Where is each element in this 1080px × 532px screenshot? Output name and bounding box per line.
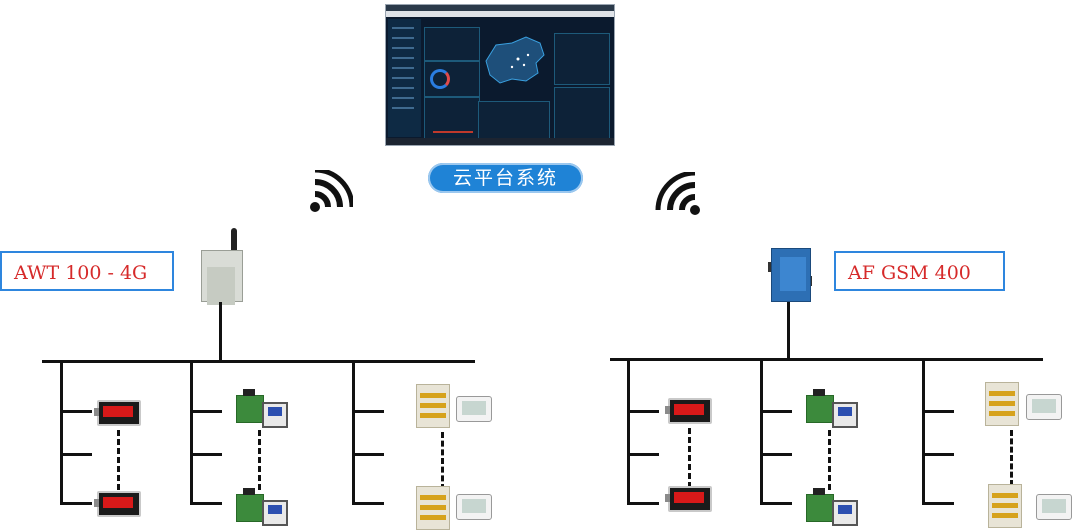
progress-bar bbox=[433, 131, 473, 133]
cabinet-meter-icon bbox=[988, 484, 1022, 528]
branch-line bbox=[60, 362, 63, 505]
continuation-dashes bbox=[258, 430, 261, 490]
branch-line bbox=[190, 362, 193, 505]
branch-tap bbox=[922, 453, 954, 456]
gateway-label-afgsm400: AF GSM 400 bbox=[834, 251, 1005, 291]
dashboard-card bbox=[554, 33, 610, 85]
donut-chart-icon bbox=[430, 69, 450, 89]
cloud-platform-screenshot bbox=[385, 4, 615, 146]
china-map bbox=[485, 36, 545, 84]
dashboard-card bbox=[554, 87, 610, 139]
continuation-dashes bbox=[1010, 430, 1013, 486]
branch-tap bbox=[627, 453, 659, 456]
panel-meter-icon bbox=[1026, 394, 1062, 420]
branch-tap bbox=[60, 410, 92, 413]
continuation-dashes bbox=[688, 428, 691, 488]
cabinet-meter-icon bbox=[985, 382, 1019, 426]
branch-tap bbox=[627, 410, 659, 413]
breaker-meter-icon bbox=[806, 389, 834, 423]
branch-tap bbox=[627, 502, 659, 505]
breaker-meter-icon bbox=[806, 488, 834, 522]
bus-line bbox=[610, 358, 1043, 361]
gateway-drop-line bbox=[787, 302, 790, 360]
gateway-device-icon bbox=[201, 228, 243, 305]
bus-line bbox=[42, 360, 475, 363]
wifi-signal-icon bbox=[655, 172, 700, 215]
branch-tap bbox=[760, 453, 792, 456]
branch-line bbox=[352, 362, 355, 505]
branch-tap bbox=[60, 453, 92, 456]
branch-tap bbox=[60, 502, 92, 505]
branch-tap bbox=[760, 410, 792, 413]
branch-tap bbox=[922, 410, 954, 413]
wifi-signal-icon bbox=[310, 170, 353, 212]
continuation-dashes bbox=[828, 430, 831, 490]
branch-tap bbox=[352, 410, 384, 413]
panel-meter-icon bbox=[456, 396, 492, 422]
dashboard-card bbox=[424, 27, 480, 61]
digital-meter-icon bbox=[665, 398, 712, 424]
branch-tap bbox=[922, 502, 954, 505]
cabinet-meter-icon bbox=[416, 384, 450, 428]
branch-tap bbox=[352, 502, 384, 505]
dashboard-card bbox=[478, 101, 550, 139]
taskbar bbox=[386, 138, 614, 145]
continuation-dashes bbox=[441, 432, 444, 490]
digital-meter-icon bbox=[94, 400, 141, 426]
panel-meter-icon bbox=[832, 500, 858, 526]
panel-meter-icon bbox=[456, 494, 492, 520]
branch-tap bbox=[190, 453, 222, 456]
panel-meter-icon bbox=[262, 402, 288, 428]
breaker-meter-icon bbox=[236, 488, 264, 522]
cabinet-meter-icon bbox=[416, 486, 450, 530]
branch-tap bbox=[352, 453, 384, 456]
panel-meter-icon bbox=[262, 500, 288, 526]
branch-line bbox=[760, 360, 763, 505]
branch-tap bbox=[190, 410, 222, 413]
browser-bar bbox=[386, 11, 614, 17]
gateway-device-icon bbox=[768, 248, 812, 302]
digital-meter-icon bbox=[665, 486, 712, 512]
branch-line bbox=[922, 360, 925, 505]
branch-tap bbox=[760, 502, 792, 505]
window-titlebar bbox=[386, 5, 614, 11]
breaker-meter-icon bbox=[236, 389, 264, 423]
branch-line bbox=[627, 360, 630, 505]
gateway-drop-line bbox=[219, 302, 222, 360]
gateway-label-awt100: AWT 100 - 4G bbox=[0, 251, 174, 291]
branch-tap bbox=[190, 502, 222, 505]
dashboard-sidebar bbox=[388, 19, 421, 137]
continuation-dashes bbox=[117, 430, 120, 490]
cloud-platform-label: 云平台系统 bbox=[428, 163, 583, 193]
digital-meter-icon bbox=[94, 491, 141, 517]
panel-meter-icon bbox=[1036, 494, 1072, 520]
panel-meter-icon bbox=[832, 402, 858, 428]
